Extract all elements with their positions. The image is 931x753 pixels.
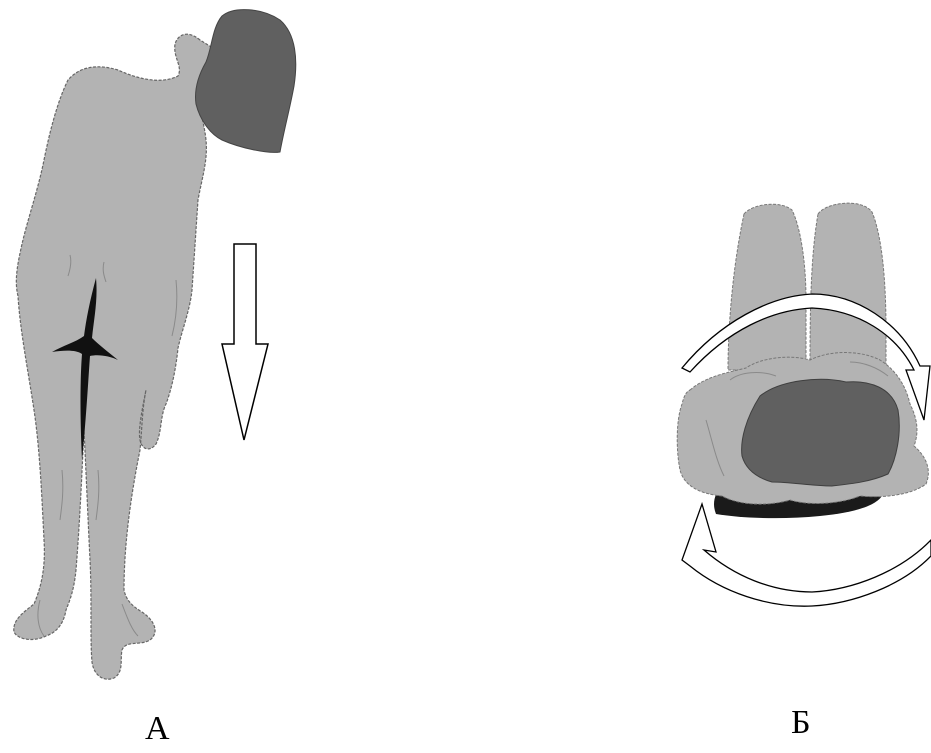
- arrow-down-icon: [222, 244, 268, 440]
- head-hair: [742, 379, 900, 486]
- standing-hair: [195, 10, 295, 153]
- leg-left: [728, 204, 806, 370]
- panel-label-a: А: [145, 712, 170, 746]
- lower-rotation-arrow: [682, 504, 931, 606]
- panel-b-figure: [677, 203, 928, 518]
- standing-body: [14, 34, 216, 679]
- panel-label-b: Б: [791, 706, 811, 740]
